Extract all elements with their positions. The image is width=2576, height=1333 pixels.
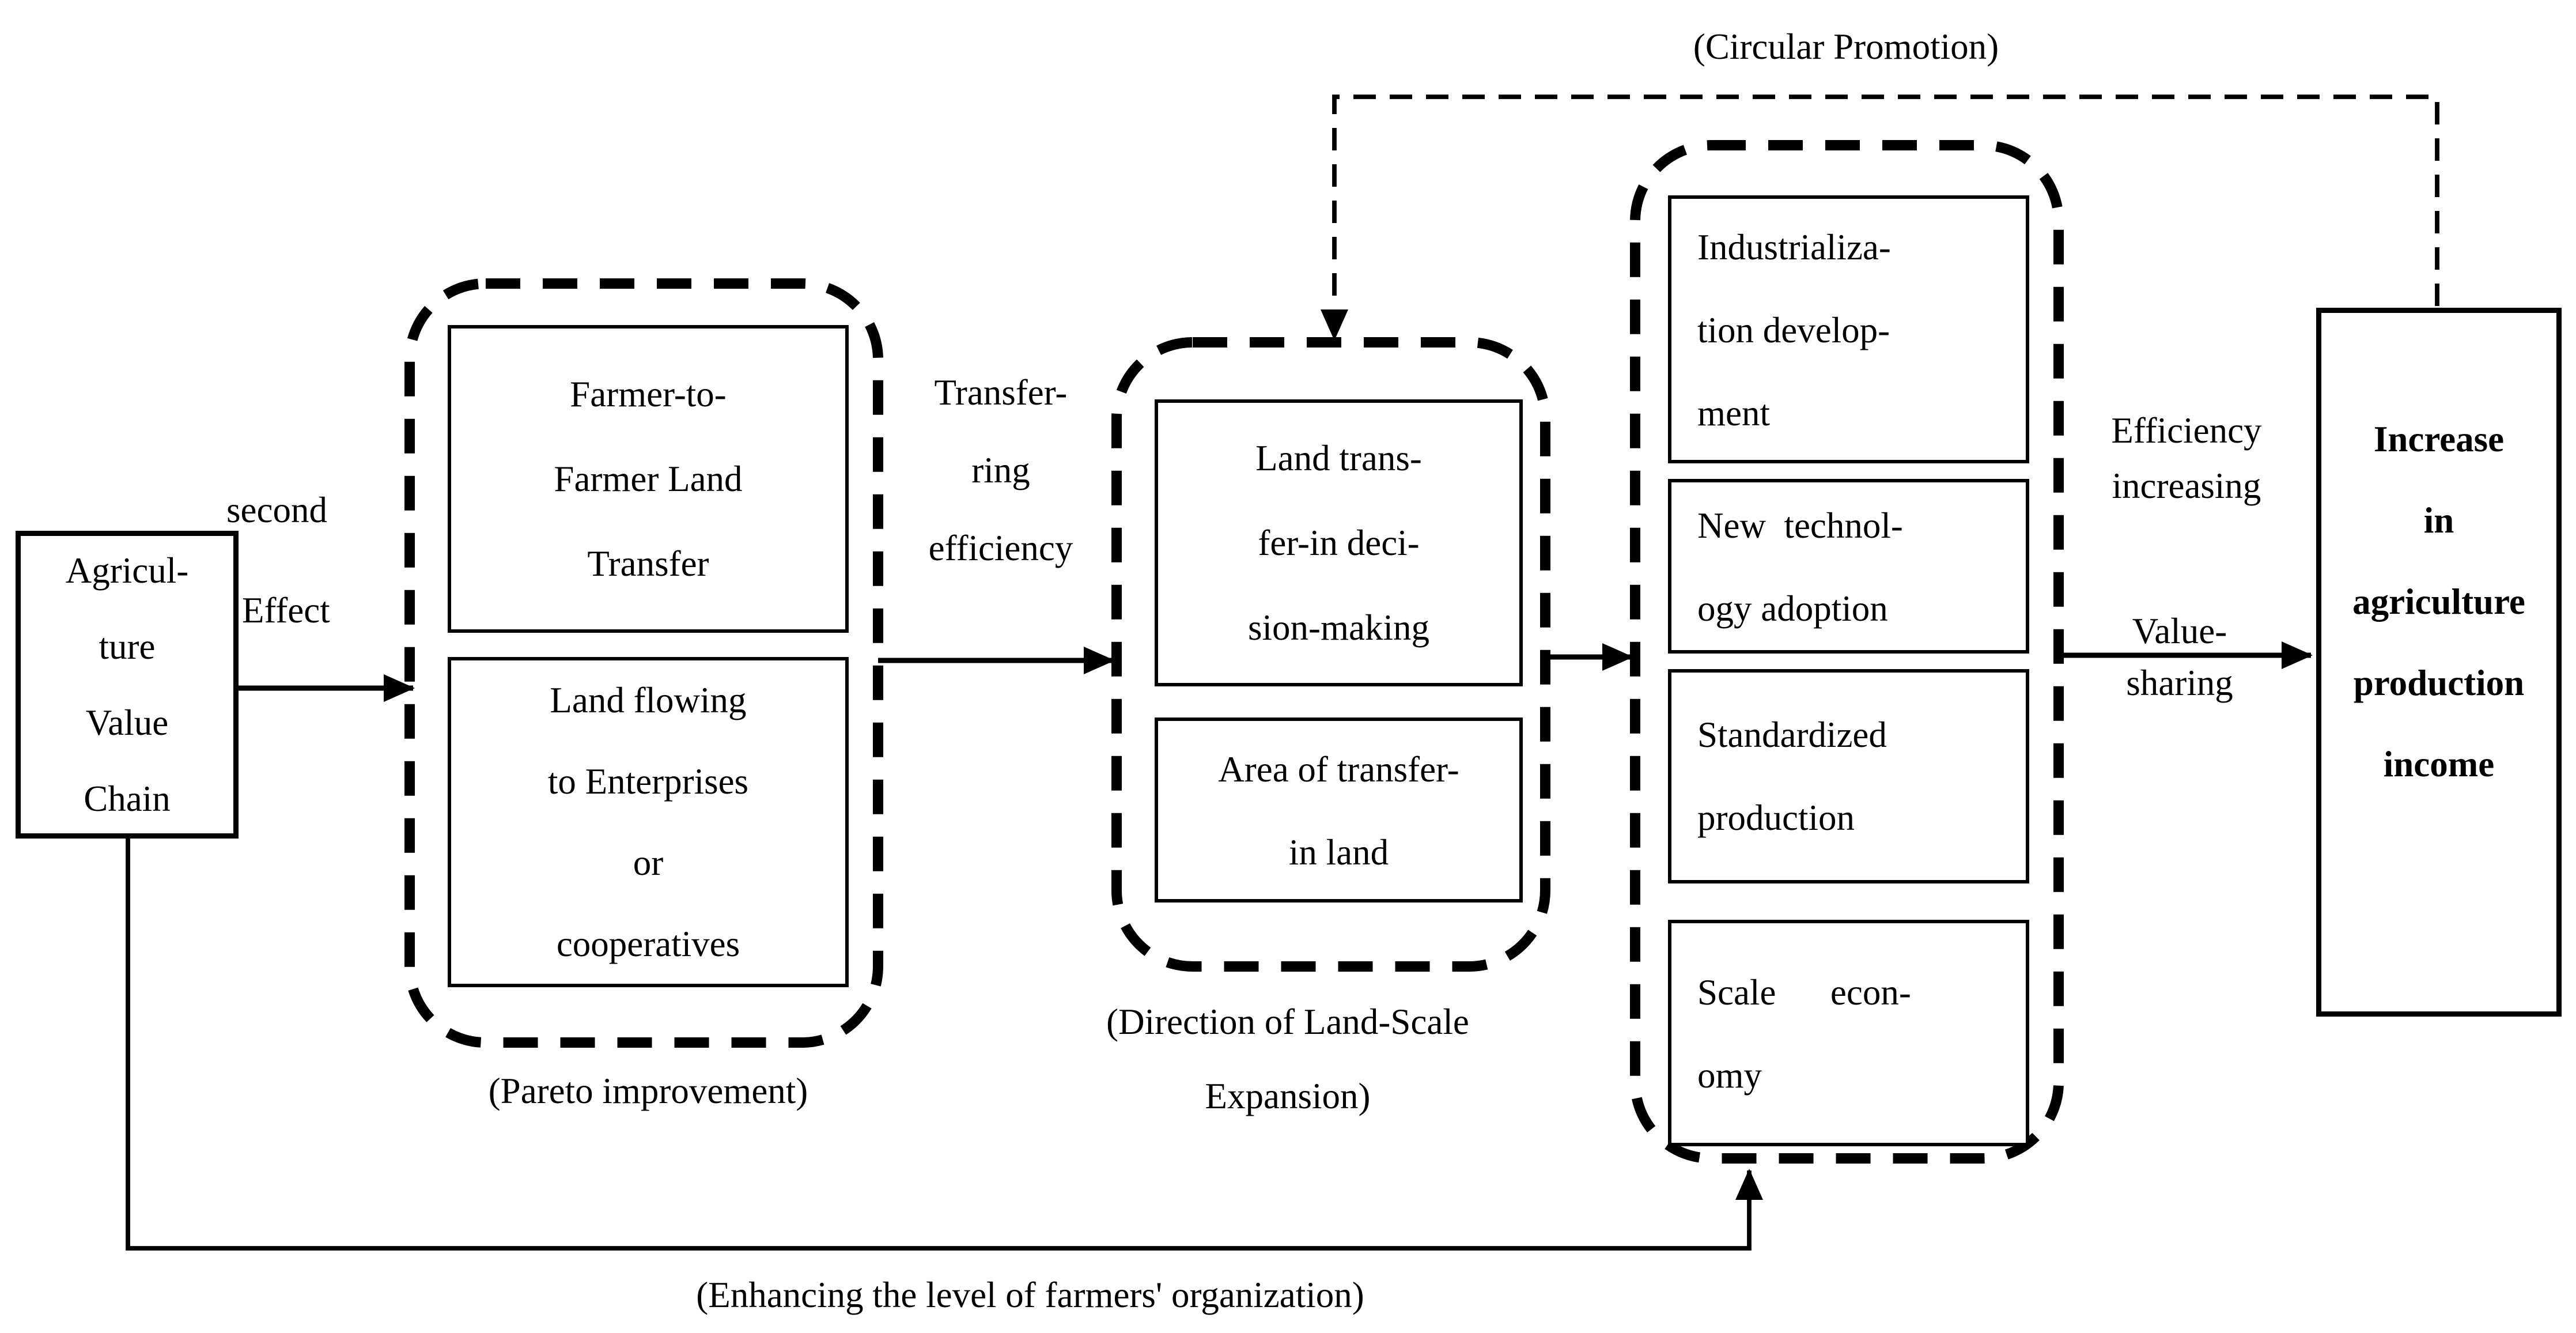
- new-technology-adoption-label: New technol- ogy adoption: [1697, 504, 1903, 629]
- second-effect-label-line2: Effect: [242, 590, 330, 631]
- industrialization-development-box: Industrializa- tion develop- ment: [1668, 195, 2029, 463]
- area-of-transfer-in-land-label: Area of transfer- in land: [1218, 747, 1459, 873]
- land-transfer-in-decision-box: Land trans- fer-in deci- sion-making: [1155, 399, 1523, 686]
- land-flowing-box: Land flowing to Enterprises or cooperati…: [448, 657, 849, 987]
- standardized-production-label: Standardized production: [1697, 714, 1887, 839]
- new-technology-adoption-box: New technol- ogy adoption: [1668, 479, 2029, 654]
- pareto-group-outline: [404, 278, 883, 1048]
- scale-economy-label: Scale econ- omy: [1697, 971, 1911, 1096]
- increase-income-box: Increase in agriculture production incom…: [2316, 308, 2562, 1017]
- value-sharing-label: Value- sharing: [2126, 610, 2233, 704]
- pareto-improvement-caption: (Pareto improvement): [488, 1070, 808, 1112]
- agriculture-value-chain-box: Agricul- ture Value Chain: [16, 531, 239, 839]
- second-effect-label-line1: second: [226, 489, 327, 531]
- circular-promotion-caption: (Circular Promotion): [1693, 26, 1999, 67]
- agriculture-value-chain-label: Agricul- ture Value Chain: [65, 550, 189, 820]
- farmer-to-farmer-label: Farmer-to- Farmer Land Transfer: [554, 372, 743, 584]
- organization-group-outline: [1630, 140, 2064, 1164]
- enhancing-organization-caption: (Enhancing the level of farmers' organiz…: [696, 1274, 1364, 1316]
- transferring-efficiency-label: Transfer- ring efficiency: [928, 372, 1073, 569]
- area-of-transfer-in-land-box: Area of transfer- in land: [1155, 718, 1523, 902]
- farmer-to-farmer-box: Farmer-to- Farmer Land Transfer: [448, 325, 849, 633]
- standardized-production-box: Standardized production: [1668, 669, 2029, 883]
- increase-income-label: Increase in agriculture production incom…: [2352, 418, 2525, 785]
- land-flowing-label: Land flowing to Enterprises or cooperati…: [547, 678, 749, 964]
- direction-expansion-caption: (Direction of Land-Scale Expansion): [1106, 1001, 1469, 1117]
- efficiency-increasing-label: Efficiency increasing: [2111, 410, 2262, 507]
- arrow-enhancing-organization-feedback: [126, 839, 1763, 1251]
- scale-economy-box: Scale econ- omy: [1668, 920, 2029, 1146]
- arrow-circular-promotion-feedback: [1321, 95, 2439, 341]
- land-transfer-in-decision-label: Land trans- fer-in deci- sion-making: [1248, 436, 1429, 648]
- industrialization-development-label: Industrializa- tion develop- ment: [1697, 225, 1891, 433]
